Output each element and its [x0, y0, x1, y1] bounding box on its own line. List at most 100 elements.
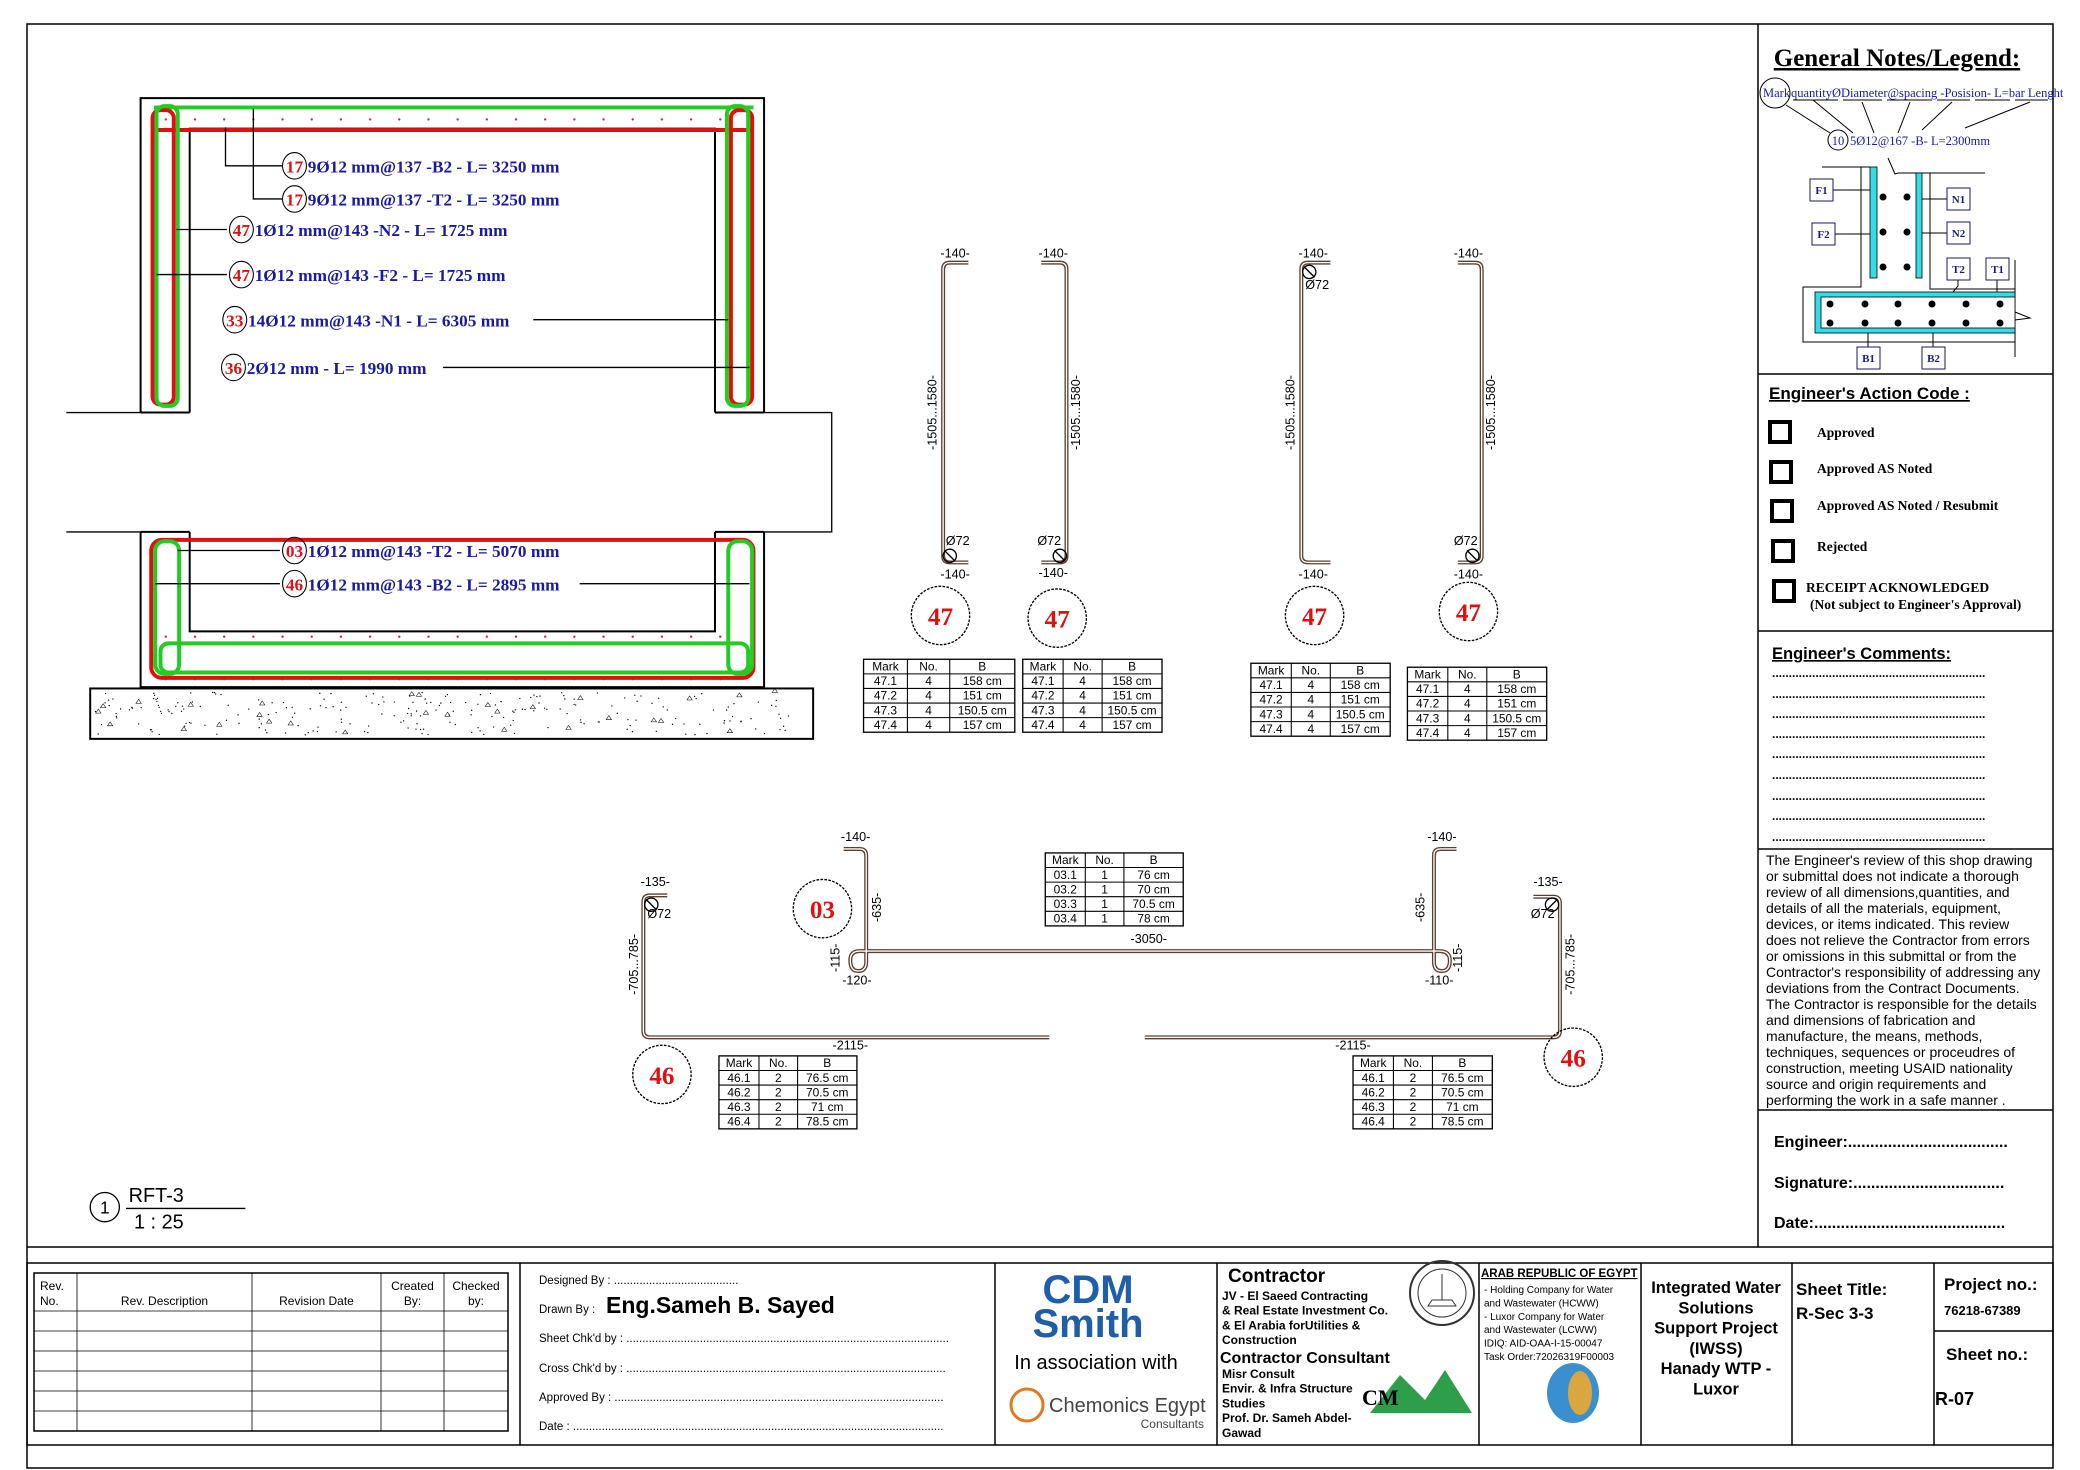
hatch-mark	[199, 705, 201, 708]
rebar-dot	[164, 635, 168, 638]
hatch-mark	[583, 723, 585, 725]
hatch-mark	[325, 706, 327, 709]
hatch-mark	[378, 703, 380, 706]
table-cell: 4	[925, 718, 932, 732]
mark-circle	[792, 878, 853, 939]
mark-circle	[220, 353, 246, 382]
rebar-dot	[1928, 319, 1936, 327]
comment-line: ........................................…	[1772, 707, 1985, 721]
hatch-mark	[158, 733, 160, 736]
legend-example: 5Ø12@167 -B- L=2300mm	[1850, 134, 1990, 148]
hatch-mark	[573, 698, 575, 700]
table-cell: 47.2	[1416, 697, 1440, 711]
checkbox[interactable]	[1769, 460, 1793, 484]
comment-line: ........................................…	[1772, 809, 1985, 823]
hatch-mark	[444, 695, 447, 698]
hatch-mark	[156, 697, 159, 700]
table-cell: 70.5 cm	[806, 1085, 848, 1099]
hatch-mark	[332, 706, 334, 708]
checkbox[interactable]	[1770, 499, 1794, 523]
rebar-dot	[1996, 319, 2004, 327]
table-cell: 157 cm	[1113, 718, 1152, 732]
hatch-mark	[519, 697, 521, 700]
mark-number: 47	[928, 604, 953, 631]
table-cell: 157 cm	[963, 718, 1002, 732]
hatch-mark	[655, 730, 657, 732]
hatch-mark	[489, 692, 492, 695]
hatch-mark	[448, 714, 450, 716]
legend-example-mark: 10	[1832, 134, 1845, 148]
mark-circle	[1027, 588, 1088, 648]
hatch-mark	[216, 733, 218, 735]
rebar-dot	[252, 635, 255, 638]
mark-circle	[632, 1044, 692, 1105]
hatch-mark	[763, 732, 766, 735]
disclaimer-line: devices, or items indicated. This review	[1766, 916, 2010, 932]
rebar-dot	[1996, 300, 2004, 308]
hatch-mark	[408, 691, 415, 696]
hatch-mark	[521, 708, 524, 710]
checkbox[interactable]	[1771, 539, 1795, 563]
table-header: B	[1128, 660, 1136, 674]
sheet-no: R-07	[1935, 1389, 1974, 1409]
hatch-mark	[363, 730, 366, 733]
hatch-mark	[183, 708, 185, 710]
rebar-dot	[1894, 300, 1902, 308]
hatch-mark	[449, 721, 451, 723]
table-cell: 47.4	[874, 718, 898, 732]
hatch-mark	[605, 715, 613, 720]
table-cell: 47.2	[1031, 689, 1055, 703]
position-label: N1	[1952, 194, 1965, 206]
disclaimer-line: deviations from the Contract Documents.	[1766, 980, 2020, 996]
hatch-mark	[319, 692, 321, 695]
rebar-dot	[281, 118, 284, 121]
hatch-mark	[150, 729, 153, 731]
hatch-mark	[220, 693, 222, 696]
mark-number: 47	[1456, 600, 1481, 627]
table-cell: 158 cm	[1497, 682, 1536, 696]
hatch-mark	[419, 715, 422, 717]
hatch-mark	[185, 722, 187, 725]
dim-length: -1505...1580-	[1284, 375, 1298, 450]
dim-left-leg: -635-	[870, 893, 884, 922]
rebar-dot	[602, 635, 605, 638]
rebar-dot	[1826, 319, 1834, 327]
hatch-mark	[636, 700, 638, 702]
cross-checked-by: Cross Chk'd by : .......................…	[539, 1363, 946, 1375]
legend-title: General Notes/Legend:	[1774, 45, 2020, 72]
disclaimer-line: review of all dimensions,quantities, and	[1766, 884, 2010, 900]
mark-circle	[228, 215, 254, 244]
hatch-mark	[115, 715, 118, 718]
table-cell: 47.2	[1259, 693, 1283, 707]
position-box	[1946, 221, 1971, 245]
table-cell: 46.2	[727, 1085, 751, 1099]
hatch-mark	[736, 692, 743, 698]
hatch-mark	[266, 732, 268, 734]
hatch-mark	[95, 708, 102, 714]
hatch-mark	[131, 706, 133, 709]
position-box	[1946, 257, 1971, 281]
bend-icon	[1301, 264, 1317, 280]
hatch-mark	[108, 704, 110, 707]
table-cell: 03.1	[1054, 868, 1078, 882]
disclaimer-line: Contractor's responsibility of addressin…	[1766, 964, 2040, 980]
checkbox[interactable]	[1772, 579, 1796, 603]
disclaimer-line: does not relieve the Contractor from err…	[1766, 932, 2030, 948]
hatch-mark	[407, 707, 410, 710]
table-cell: 157 cm	[1497, 726, 1536, 740]
rebar-dot	[543, 635, 547, 638]
action-option: Approved AS Noted / Resubmit	[1770, 498, 1999, 523]
hatch-mark	[440, 702, 442, 704]
hatch-mark	[367, 725, 370, 727]
hatch-mark	[513, 732, 516, 735]
consultant-line: Prof. Dr. Sameh Abdel-	[1222, 1411, 1352, 1425]
checkbox[interactable]	[1768, 420, 1792, 444]
mark-number: 47	[233, 221, 251, 240]
table-header: Mark	[1414, 668, 1441, 682]
rebar-dot	[719, 635, 722, 638]
table-cell: 2	[1410, 1115, 1417, 1129]
mark-number: 36	[225, 359, 243, 378]
